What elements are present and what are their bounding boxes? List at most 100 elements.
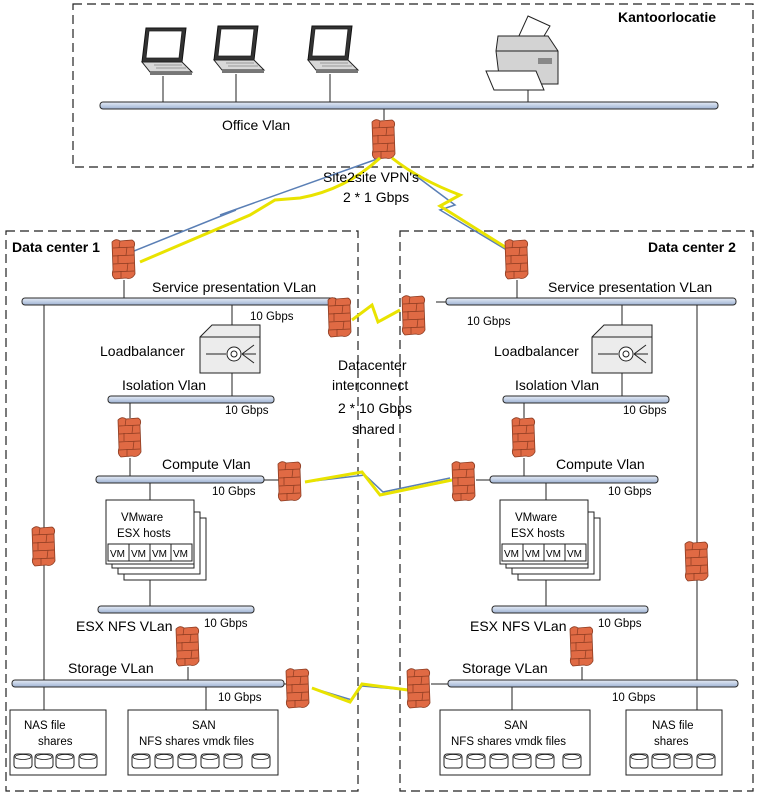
disk-icon [629, 753, 649, 769]
dc2-isolation-speed: 10 Gbps [623, 405, 667, 417]
disk-icon [177, 753, 197, 769]
dc2-compute-vlan-bar [489, 475, 659, 484]
disk-icon [466, 753, 486, 769]
disk-icon [562, 753, 582, 769]
dc2-storage-vlan-label: Storage VLan [462, 660, 548, 676]
dc2-esx-label-line2: ESX hosts [511, 528, 565, 540]
vpn-link-dc2 [391, 156, 519, 257]
vm-label: VM [525, 549, 540, 560]
disk-icon [13, 753, 33, 769]
disk-icon [34, 753, 54, 769]
dc2-compute-speed: 10 Gbps [608, 486, 652, 498]
dc2-nfs-speed: 10 Gbps [598, 618, 642, 630]
interconnect-label-line2: interconnect [332, 377, 408, 393]
firewall-icon [111, 239, 136, 280]
dc2-region-box [399, 230, 754, 792]
vm-label: VM [546, 549, 561, 560]
vm-label: VM [173, 549, 188, 560]
dc1-loadbalancer-label: Loadbalancer [100, 343, 185, 359]
firewall-icon [684, 541, 709, 582]
dc2-san: SAN NFS shares vmdk files [439, 709, 591, 776]
firewall-icon [285, 668, 310, 709]
firewall-icon [117, 417, 142, 458]
dc2-esx-label-line1: VMware [515, 512, 557, 524]
firewall-icon [371, 119, 396, 160]
dc2-storage-vlan-bar [447, 679, 739, 688]
firewall-icon [569, 626, 594, 667]
dc1-isolation-vlan-bar [107, 395, 275, 404]
vm-label: VM [504, 549, 519, 560]
laptop-icon [307, 25, 359, 74]
office-region-box [72, 3, 754, 168]
dc1-service-vlan-bar [21, 297, 338, 306]
dc2-service-speed: 10 Gbps [467, 316, 511, 328]
office-vlan-label: Office Vlan [222, 117, 290, 133]
interconnect-label-line1: Datacenter [338, 357, 407, 373]
firewall-icon [451, 461, 476, 502]
dc1-esx-label-line1: VMware [121, 512, 163, 524]
dc1-storage-vlan-label: Storage VLan [68, 660, 154, 676]
dc1-compute-speed: 10 Gbps [212, 486, 256, 498]
laptop-icon [213, 25, 265, 74]
vm-label: VM [110, 549, 125, 560]
dc2-title: Data center 2 [648, 239, 736, 255]
dc2-compute-vlan-label: Compute Vlan [556, 456, 645, 472]
dc2-service-vlan-bar [445, 297, 737, 306]
disk-icon [535, 753, 555, 769]
vpn-label-line2: 2 * 1 Gbps [343, 189, 409, 205]
dc1-compute-vlan-label: Compute Vlan [162, 456, 251, 472]
dc1-nas: NAS file shares [9, 709, 107, 776]
dc1-isolation-speed: 10 Gbps [225, 405, 269, 417]
dc1-storage-vlan-bar [11, 679, 285, 688]
dc1-san-label-line2: NFS shares vmdk files [139, 736, 254, 748]
interconnect-link-storage [311, 682, 409, 704]
dc2-san-label-line2: NFS shares vmdk files [451, 736, 566, 748]
interconnect-link-service [351, 302, 401, 325]
dc2-isolation-vlan-bar [502, 395, 670, 404]
dc1-san: SAN NFS shares vmdk files [127, 709, 279, 776]
disk-icon [78, 753, 98, 769]
dc1-nfs-speed: 10 Gbps [204, 618, 248, 630]
dc1-nas-label-line1: NAS file [24, 720, 66, 732]
dc1-nfs-vlan-label: ESX NFS VLan [76, 618, 173, 634]
laptop-icon [141, 27, 193, 76]
firewall-icon [327, 297, 352, 338]
firewall-icon [511, 417, 536, 458]
disk-icon [131, 753, 151, 769]
dc1-compute-vlan-bar [95, 475, 265, 484]
dc2-esx-hosts: VMware ESX hosts VM VM VM VM [499, 499, 601, 581]
firewall-icon [504, 239, 529, 280]
firewall-icon [401, 295, 426, 336]
dc2-nfs-vlan-bar [491, 605, 649, 614]
dc2-nas-label-line2: shares [654, 736, 689, 748]
dc1-service-speed: 10 Gbps [250, 311, 294, 323]
interconnect-label-line3: 2 * 10 Gbps [338, 400, 412, 416]
loadbalancer-icon [591, 324, 653, 374]
firewall-icon [31, 526, 56, 567]
firewall-icon [277, 461, 302, 502]
dc2-san-label-line1: SAN [504, 720, 528, 732]
dc2-nas: NAS file shares [625, 709, 723, 776]
interconnect-link-compute [304, 470, 453, 497]
disk-icon [223, 753, 243, 769]
vpn-label-line1: Site2site VPN's [323, 169, 419, 185]
dc1-title: Data center 1 [12, 239, 100, 255]
dc2-nas-label-line1: NAS file [652, 720, 694, 732]
office-vlan-bar [99, 101, 719, 110]
dc1-esx-label-line2: ESX hosts [117, 528, 171, 540]
vm-label: VM [567, 549, 582, 560]
dc1-nas-label-line2: shares [38, 736, 73, 748]
dc2-storage-speed: 10 Gbps [612, 692, 656, 704]
office-title: Kantoorlocatie [618, 9, 716, 25]
dc1-storage-speed: 10 Gbps [218, 692, 262, 704]
vm-label: VM [131, 549, 146, 560]
vm-label: VM [152, 549, 167, 560]
firewall-icon [406, 668, 431, 709]
loadbalancer-icon [199, 324, 261, 374]
dc1-esx-hosts: VMware ESX hosts VM VM VM VM [105, 499, 207, 581]
dc1-service-vlan-label: Service presentation VLan [152, 279, 316, 295]
disk-icon [673, 753, 693, 769]
dc2-isolation-vlan-label: Isolation Vlan [515, 377, 599, 393]
disk-icon [489, 753, 509, 769]
